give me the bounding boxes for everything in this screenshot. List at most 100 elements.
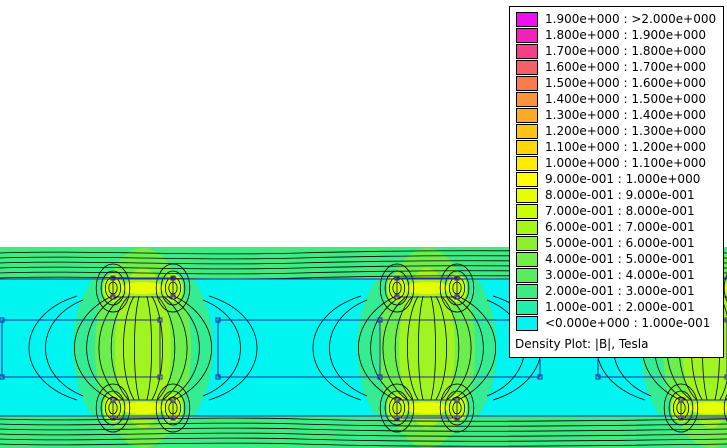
legend-swatch	[516, 92, 538, 107]
legend-label: 1.000e-001 : 2.000e-001	[545, 300, 695, 314]
legend-swatch	[516, 124, 538, 139]
legend-row: 1.700e+000 : 1.800e+000	[516, 44, 721, 60]
node-marker	[170, 275, 176, 281]
legend-row: 1.300e+000 : 1.400e+000	[516, 108, 721, 124]
contour-loop	[663, 383, 699, 433]
node-marker	[110, 275, 116, 281]
legend-label: 5.000e-001 : 6.000e-001	[545, 236, 695, 250]
legend-swatch	[516, 300, 538, 315]
contour-loop	[100, 390, 126, 426]
legend-swatch	[516, 12, 538, 27]
contour-loop	[95, 263, 131, 313]
legend-swatch	[516, 284, 538, 299]
legend-swatch	[516, 172, 538, 187]
node-marker	[394, 415, 400, 421]
node-marker	[0, 317, 5, 323]
contour-loop	[444, 390, 470, 426]
contour-line	[0, 437, 727, 442]
legend-swatch	[516, 60, 538, 75]
pole-slot	[396, 399, 458, 419]
node-marker	[537, 374, 543, 380]
legend-row: 9.000e-001 : 1.000e+000	[516, 172, 721, 188]
node-marker	[454, 294, 460, 300]
contour-line	[110, 295, 129, 401]
node-marker	[170, 397, 176, 403]
pole-slot	[680, 399, 727, 419]
node-marker	[724, 374, 727, 380]
node-marker	[454, 275, 460, 281]
legend-label: 1.300e+000 : 1.400e+000	[545, 108, 707, 122]
legend-swatch	[516, 188, 538, 203]
node-marker	[454, 415, 460, 421]
legend-row: 1.500e+000 : 1.600e+000	[516, 76, 721, 92]
contour-line	[394, 295, 413, 401]
pole-slot	[112, 399, 174, 419]
contour-loop	[379, 263, 415, 313]
contour-line	[435, 295, 447, 401]
node-marker	[215, 374, 221, 380]
legend-swatch	[516, 252, 538, 267]
legend-swatch	[516, 28, 538, 43]
contour-line	[0, 427, 727, 432]
legend-label: 7.000e-001 : 8.000e-001	[545, 204, 695, 218]
contour-loop	[104, 396, 122, 420]
legend-label: 1.200e+000 : 1.300e+000	[545, 124, 707, 138]
pole-slot	[396, 277, 458, 298]
node-marker	[678, 397, 684, 403]
contour-line	[74, 295, 113, 401]
legend-row: <0.000e+000 : 1.000e-001	[516, 316, 721, 332]
contour-line	[173, 295, 212, 401]
node-marker	[110, 397, 116, 403]
contour-line	[407, 295, 419, 401]
hot-spot	[405, 402, 449, 414]
node-marker	[170, 415, 176, 421]
node-marker	[678, 415, 684, 421]
legend-caption: Density Plot: |B|, Tesla	[515, 337, 649, 351]
contour-line	[45, 299, 84, 397]
node-marker	[157, 317, 163, 323]
contour-loop	[155, 263, 191, 313]
legend-row: 5.000e-001 : 6.000e-001	[516, 236, 721, 252]
node-marker	[595, 374, 601, 380]
contour-line	[0, 417, 727, 422]
legend-row: 8.000e-001 : 9.000e-001	[516, 188, 721, 204]
contour-line	[123, 295, 135, 401]
contour-line	[452, 295, 484, 401]
contour-loop	[668, 390, 694, 426]
legend-row: 4.000e-001 : 5.000e-001	[516, 252, 721, 268]
legend-label: 1.000e+000 : 1.100e+000	[545, 156, 707, 170]
legend-swatch	[516, 220, 538, 235]
legend-swatch	[516, 156, 538, 171]
legend-swatch	[516, 44, 538, 59]
hot-spot	[121, 402, 165, 414]
contour-line	[157, 295, 176, 401]
legend-label: 4.000e-001 : 5.000e-001	[545, 252, 695, 266]
contour-loop	[672, 396, 690, 420]
contour-line	[0, 432, 727, 437]
legend-label: 2.000e-001 : 3.000e-001	[545, 284, 695, 298]
contour-loop	[723, 273, 727, 303]
legend-label: 1.800e+000 : 1.900e+000	[545, 28, 707, 42]
legend-label: 1.700e+000 : 1.800e+000	[545, 44, 707, 58]
contour-loop	[448, 396, 466, 420]
contour-loop	[384, 270, 410, 306]
contour-loop	[379, 383, 415, 433]
node-marker	[377, 374, 383, 380]
legend-swatch	[516, 76, 538, 91]
hot-spot	[689, 402, 727, 414]
legend-row: 1.600e+000 : 1.700e+000	[516, 60, 721, 76]
node-marker	[157, 374, 163, 380]
contour-line	[312, 295, 362, 401]
contour-loop	[95, 383, 131, 433]
contour-loop	[439, 383, 475, 433]
legend-row: 1.000e-001 : 2.000e-001	[516, 300, 721, 316]
contour-loop	[100, 270, 126, 306]
node-marker	[724, 317, 727, 323]
legend-row: 6.000e-001 : 7.000e-001	[516, 220, 721, 236]
contour-line	[329, 299, 368, 397]
hot-spot	[121, 282, 165, 294]
node-marker	[394, 397, 400, 403]
legend-swatch	[516, 108, 538, 123]
pole-slot	[112, 277, 174, 298]
